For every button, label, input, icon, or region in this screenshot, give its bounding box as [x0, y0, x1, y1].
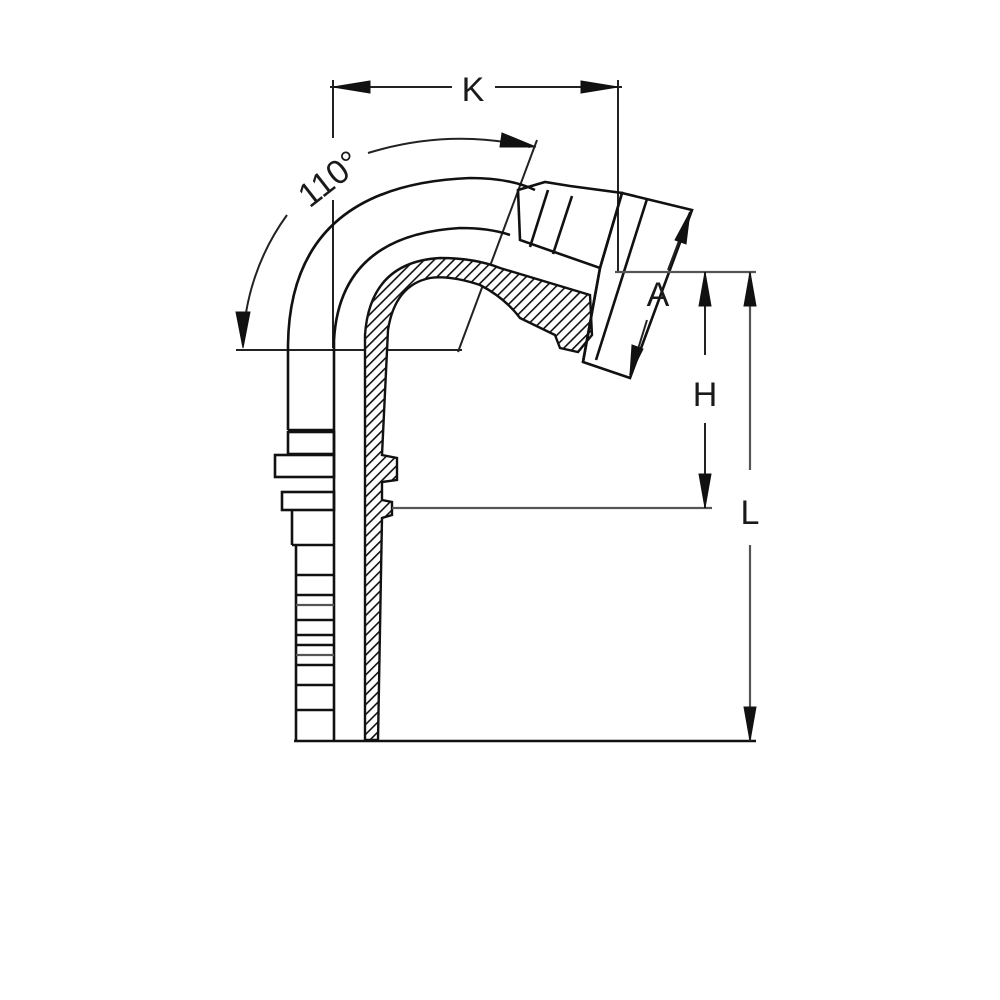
hose-tail [273, 428, 336, 740]
fitting-bend [286, 176, 594, 742]
dimension-label-k: K [462, 71, 485, 109]
arrow-down-icon [743, 706, 757, 742]
fitting-nut [516, 180, 694, 380]
arrow-down-icon [629, 344, 644, 376]
dimension-a: A [629, 211, 691, 376]
dimension-label-a: A [647, 276, 670, 314]
arrow-right-icon [499, 132, 537, 148]
dimension-h: H [392, 270, 756, 510]
dimension-label-h: H [693, 376, 718, 414]
arrow-left-icon [332, 80, 371, 94]
hatched-wall-section [363, 256, 594, 742]
arrow-right-icon [580, 80, 619, 94]
arrow-up-icon [698, 271, 712, 307]
angle-label: 110° [291, 143, 368, 215]
arrow-up-icon [674, 211, 691, 245]
arrow-up-icon [743, 271, 757, 307]
dimension-label-l: L [741, 494, 760, 532]
angle-dimension: 110° [235, 132, 537, 349]
arrow-down-icon [698, 473, 712, 509]
dimension-l: L [741, 271, 760, 742]
arrow-down-icon [235, 311, 251, 349]
axis-reference-line [457, 139, 538, 353]
